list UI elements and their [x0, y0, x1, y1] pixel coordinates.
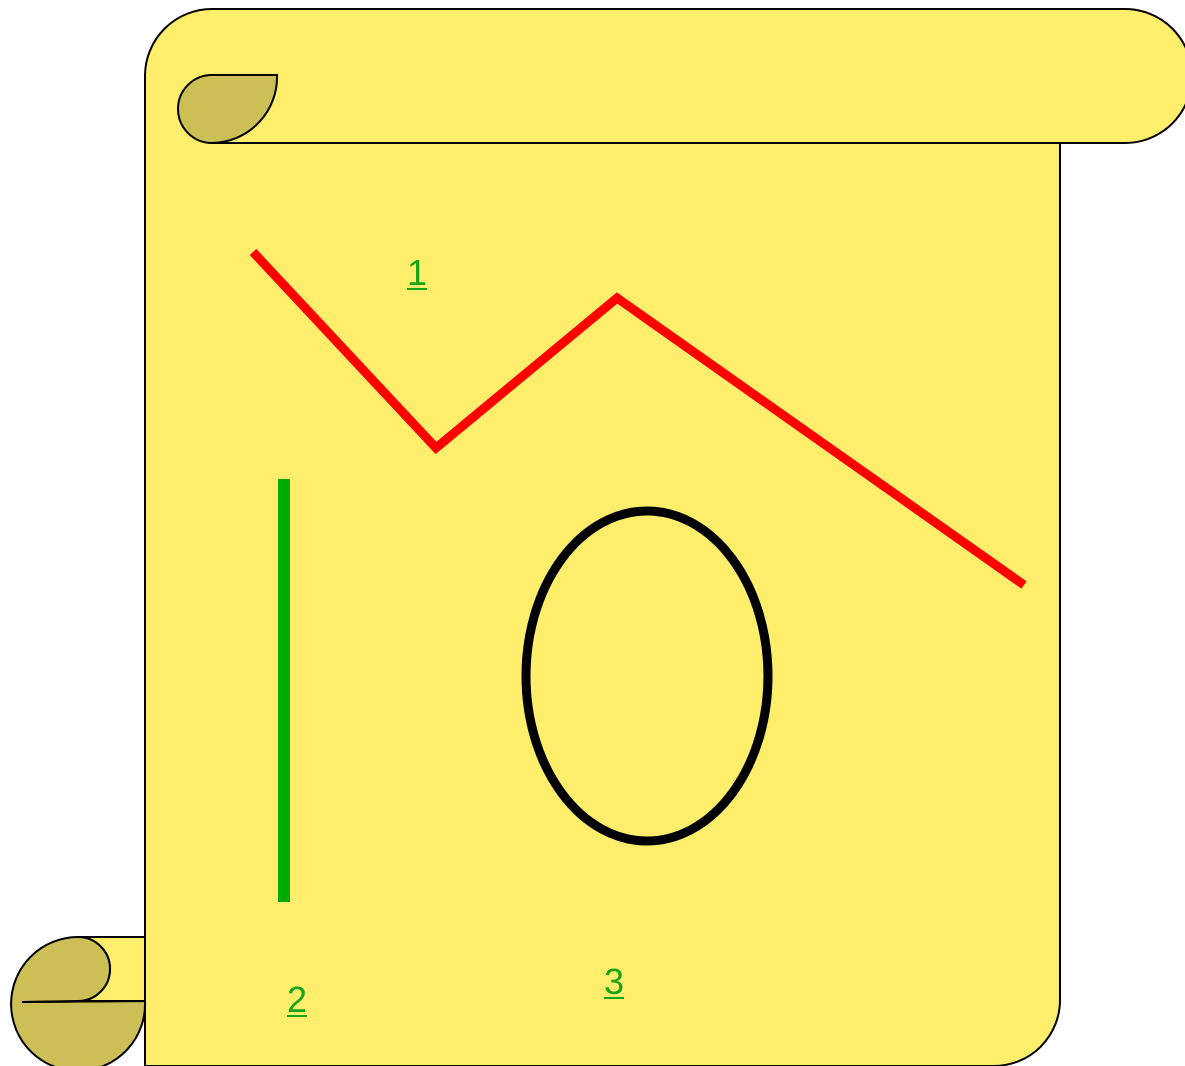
shape-3-label-link[interactable]: 3 — [604, 964, 624, 1000]
bottom-curl-edge — [22, 1001, 145, 1002]
scroll-body — [145, 9, 1185, 1066]
shape-2-label-link[interactable]: 2 — [287, 982, 307, 1018]
shape-1-label-link[interactable]: 1 — [407, 255, 427, 291]
